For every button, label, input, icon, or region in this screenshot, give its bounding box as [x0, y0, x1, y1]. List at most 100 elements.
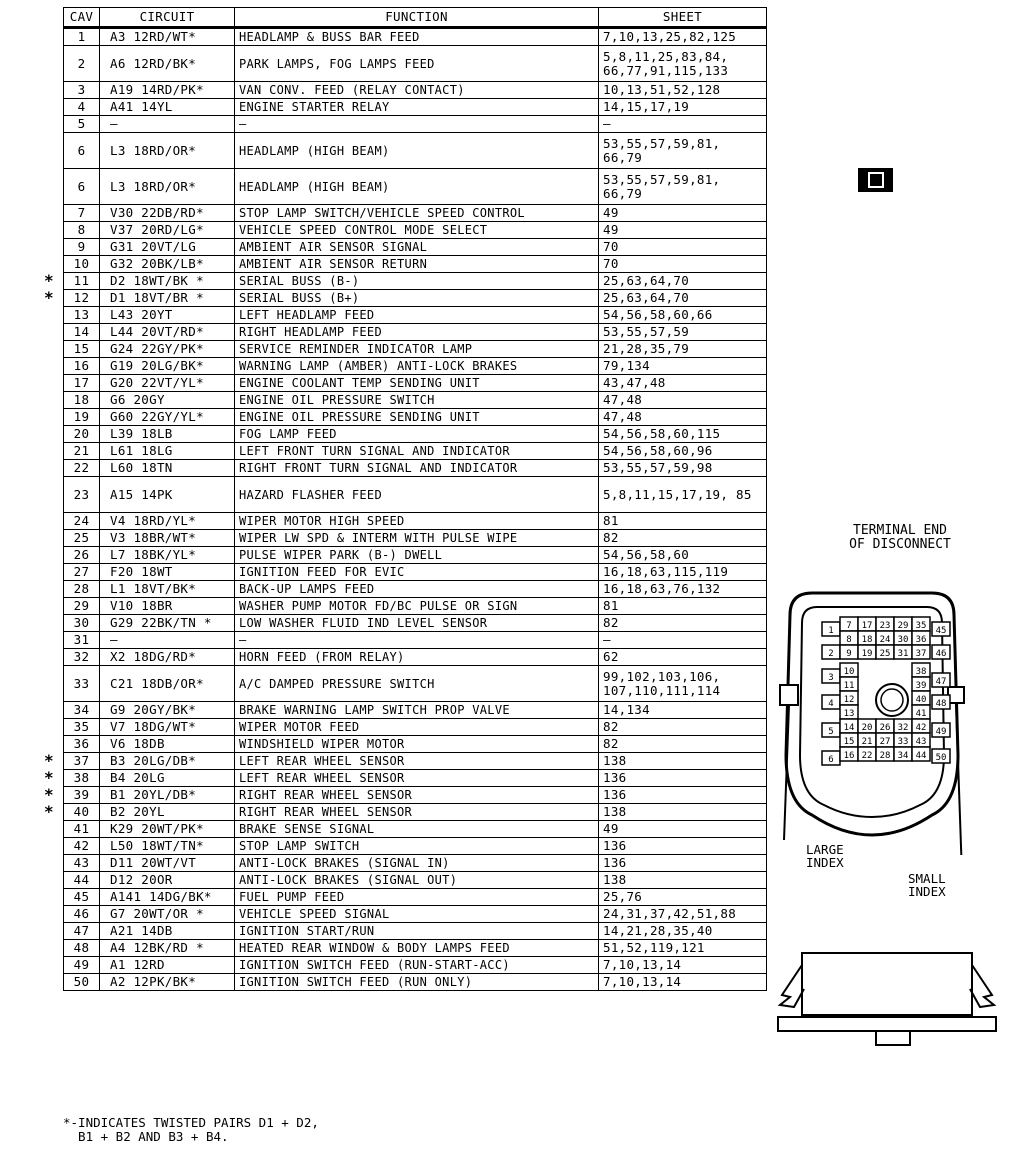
cell-cav: 31: [63, 631, 100, 649]
pin-number: 40: [916, 695, 927, 705]
cell-sheet: 14,134: [598, 701, 767, 719]
cell-cav: 17: [63, 374, 100, 392]
cell-cav: 9: [63, 238, 100, 256]
cell-function: LEFT FRONT TURN SIGNAL AND INDICATOR: [234, 442, 599, 460]
pin-number: 17: [862, 621, 873, 631]
cell-cav: 7: [63, 204, 100, 222]
cell-cav: 42: [63, 837, 100, 855]
cell-cav: 50: [63, 973, 100, 991]
cell-function: AMBIENT AIR SENSOR RETURN: [234, 255, 599, 273]
cell-function: HEADLAMP & BUSS BAR FEED: [234, 27, 599, 46]
cell-function: BRAKE SENSE SIGNAL: [234, 820, 599, 838]
pin-number: 8: [846, 635, 851, 645]
cell-function: —: [234, 115, 599, 133]
cell-circuit: V37 20RD/LG*: [99, 221, 235, 239]
pin-number: 6: [828, 755, 833, 765]
cell-function: SERVICE REMINDER INDICATOR LAMP: [234, 340, 599, 358]
cell-function: LOW WASHER FLUID IND LEVEL SENSOR: [234, 614, 599, 632]
pin-cell: [931, 672, 951, 688]
cell-function: PARK LAMPS, FOG LAMPS FEED: [234, 45, 599, 82]
cell-circuit: A4 12BK/RD *: [99, 939, 235, 957]
cell-function: RIGHT FRONT TURN SIGNAL AND INDICATOR: [234, 459, 599, 477]
cell-sheet: 5,8,11,15,17,19, 85: [598, 476, 767, 513]
cell-circuit: L50 18WT/TN*: [99, 837, 235, 855]
cell-function: RIGHT HEADLAMP FEED: [234, 323, 599, 341]
pin-number: 14: [844, 723, 855, 733]
center-bolt-icon: [875, 683, 909, 717]
header-circuit: CIRCUIT: [99, 7, 235, 29]
footnote: *-INDICATES TWISTED PAIRS D1 + D2, B1 + …: [63, 1115, 319, 1144]
header-cav: CAV: [63, 7, 100, 29]
pin-cell: [931, 694, 951, 710]
cell-sheet: 53,55,57,59,81, 66,79: [598, 132, 767, 169]
cell-cav: 47: [63, 922, 100, 940]
pin-cell: [931, 748, 951, 764]
cell-cav: 16: [63, 357, 100, 375]
table-header-row: CAV CIRCUIT FUNCTION SHEET: [63, 7, 767, 29]
table-row: 5———: [63, 115, 767, 133]
cell-cav: 21: [63, 442, 100, 460]
cell-cav: 33: [63, 665, 100, 702]
cell-circuit: G29 22BK/TN *: [99, 614, 235, 632]
cell-sheet: 62: [598, 648, 767, 666]
cell-sheet: 138: [598, 803, 767, 821]
cell-sheet: 82: [598, 735, 767, 753]
cell-sheet: 136: [598, 769, 767, 787]
cell-circuit: L3 18RD/OR*: [99, 168, 235, 205]
cell-sheet: 25,63,64,70: [598, 289, 767, 307]
cell-sheet: 49: [598, 204, 767, 222]
cell-sheet: 25,63,64,70: [598, 272, 767, 290]
pin-number: 37: [916, 649, 927, 659]
cell-function: HEADLAMP (HIGH BEAM): [234, 132, 599, 169]
cell-function: IGNITION FEED FOR EVIC: [234, 563, 599, 581]
cell-cav: 48: [63, 939, 100, 957]
cell-circuit: V3 18BR/WT*: [99, 529, 235, 547]
cell-function: ANTI-LOCK BRAKES (SIGNAL OUT): [234, 871, 599, 889]
cell-cav: 3: [63, 81, 100, 99]
cell-function: SERIAL BUSS (B-): [234, 272, 599, 290]
cell-circuit: V30 22DB/RD*: [99, 204, 235, 222]
pin-number: 22: [862, 751, 873, 761]
cell-circuit: V4 18RD/YL*: [99, 512, 235, 530]
cell-sheet: 49: [598, 221, 767, 239]
cell-function: STOP LAMP SWITCH/VEHICLE SPEED CONTROL: [234, 204, 599, 222]
cell-sheet: 136: [598, 837, 767, 855]
cell-circuit: B4 20LG: [99, 769, 235, 787]
cell-sheet: 136: [598, 786, 767, 804]
cell-function: PULSE WIPER PARK (B-) DWELL: [234, 546, 599, 564]
cell-circuit: A41 14YL: [99, 98, 235, 116]
cell-sheet: 138: [598, 752, 767, 770]
pin-cell: [911, 644, 931, 660]
cell-function: WIPER MOTOR FEED: [234, 718, 599, 736]
left-latch-icon: [777, 964, 805, 1009]
cell-circuit: G9 20GY/BK*: [99, 701, 235, 719]
cell-circuit: L3 18RD/OR*: [99, 132, 235, 169]
pin-number: 4: [828, 699, 833, 709]
cell-circuit: A2 12PK/BK*: [99, 973, 235, 991]
pin-number: 48: [936, 699, 947, 709]
twisted-pair-mark: *: [44, 270, 54, 290]
cell-sheet: 138: [598, 871, 767, 889]
pin-number: 25: [880, 649, 891, 659]
cell-circuit: L1 18VT/BK*: [99, 580, 235, 598]
cell-circuit: X2 18DG/RD*: [99, 648, 235, 666]
cell-cav: 5: [63, 115, 100, 133]
pin-number: 44: [916, 751, 927, 761]
pin-number: 19: [862, 649, 873, 659]
cell-function: FUEL PUMP FEED: [234, 888, 599, 906]
